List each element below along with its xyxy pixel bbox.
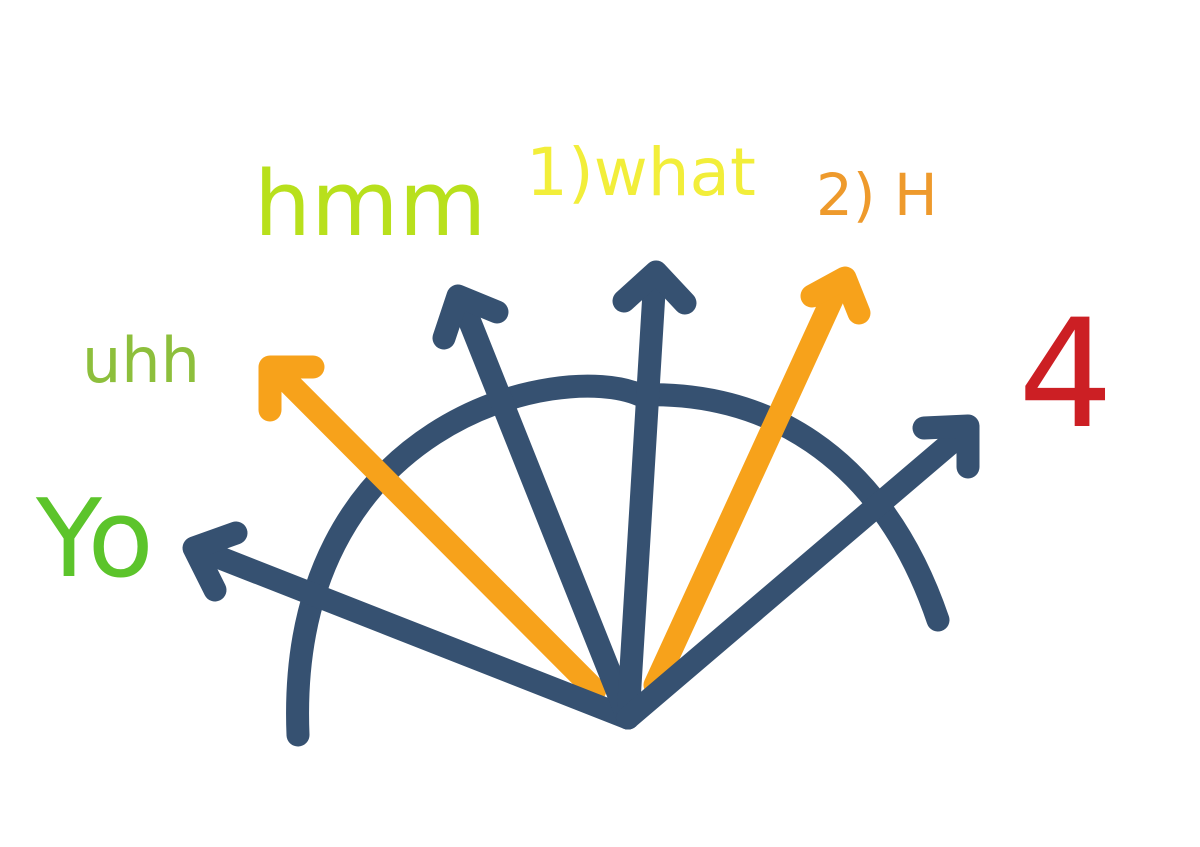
label-what: 1)what bbox=[526, 134, 756, 211]
arrow-four bbox=[616, 414, 980, 730]
arrow-what bbox=[612, 260, 697, 730]
label-four: 4 bbox=[1018, 288, 1114, 462]
label-h: 2) H bbox=[816, 161, 938, 229]
label-yo: Yo bbox=[36, 477, 154, 602]
arrow-yo bbox=[182, 521, 640, 730]
orange-arrows bbox=[258, 266, 871, 702]
label-hmm: hmm bbox=[254, 152, 487, 257]
navy-arrows bbox=[182, 260, 980, 730]
arrow-hmm bbox=[432, 284, 640, 730]
arrow-uhh bbox=[258, 355, 607, 702]
arc-curve bbox=[286, 374, 950, 747]
arrow-h bbox=[643, 266, 871, 697]
label-uhh: uhh bbox=[82, 324, 200, 397]
